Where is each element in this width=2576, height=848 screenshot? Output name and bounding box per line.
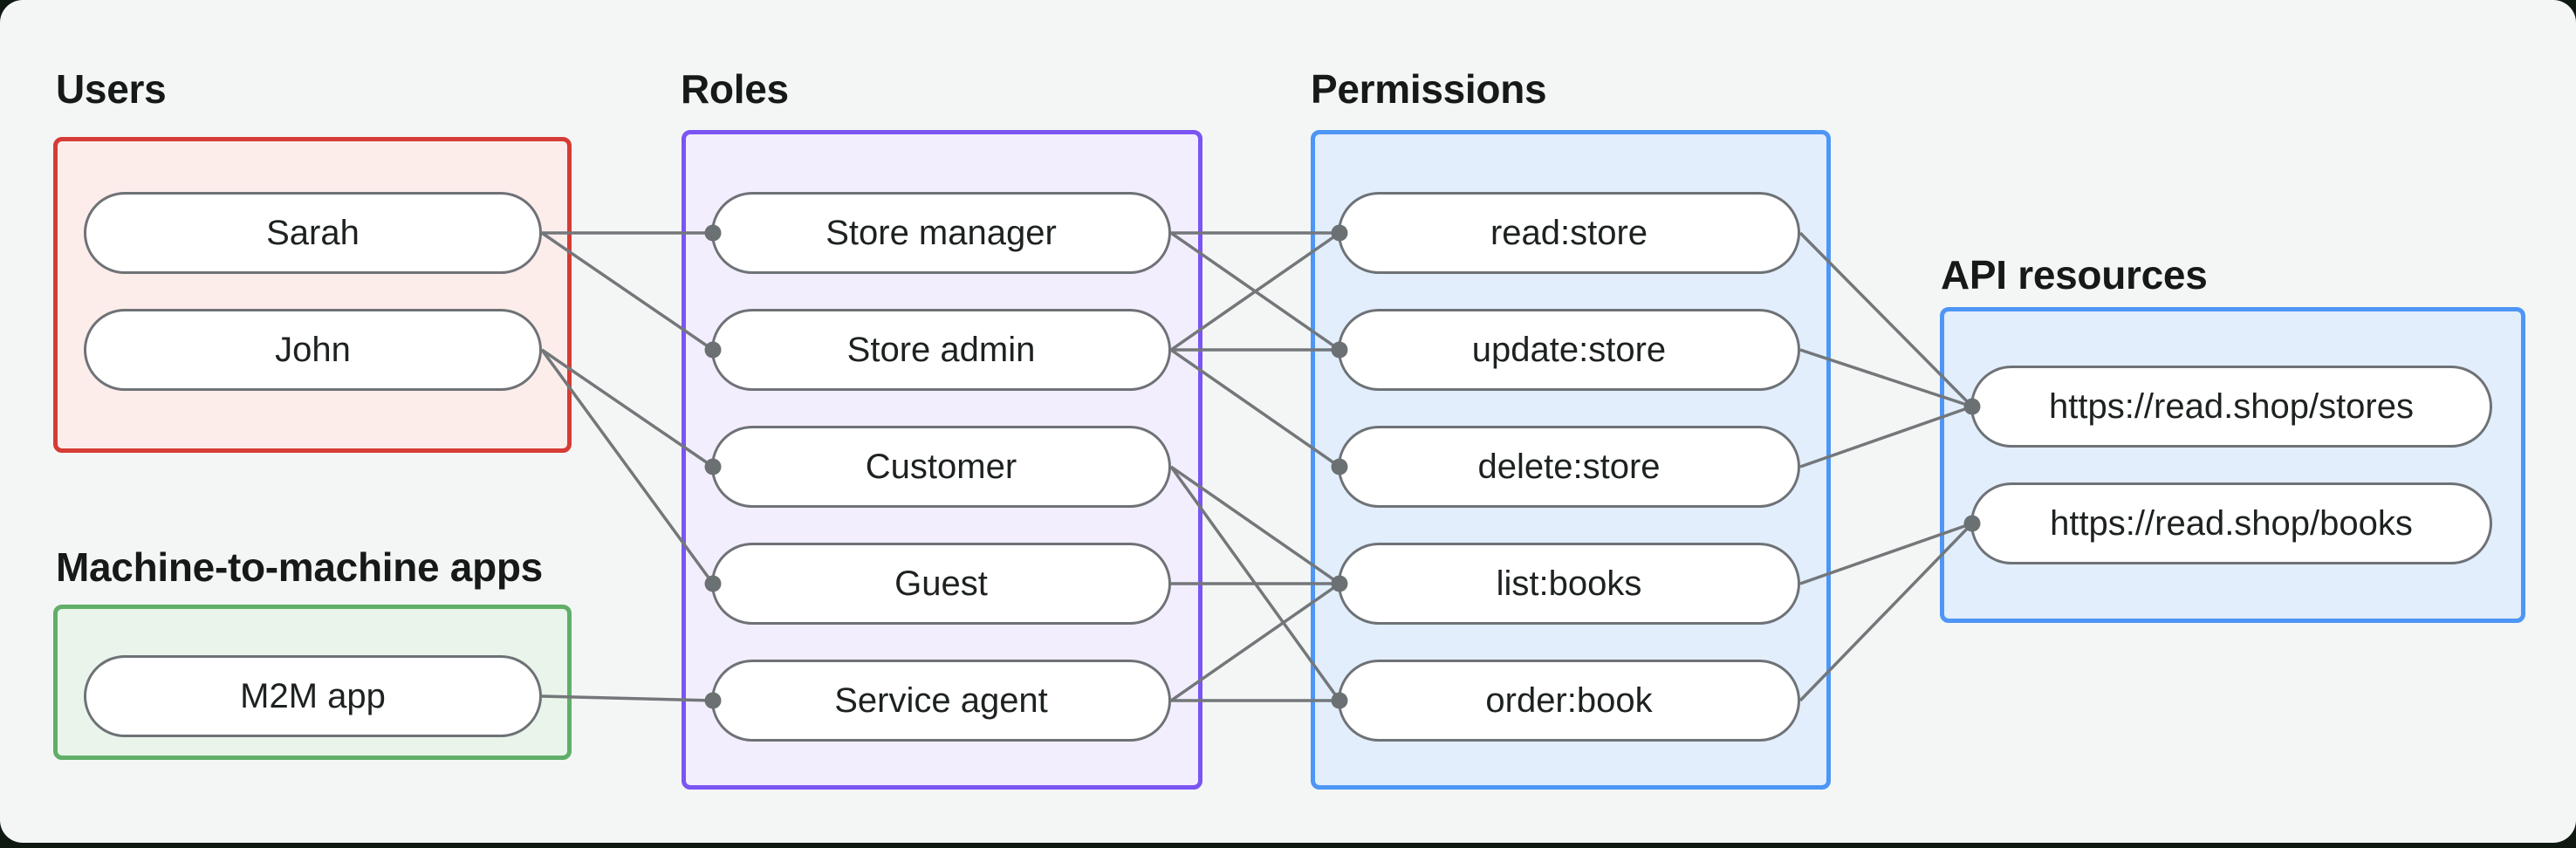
group-label-users: Users	[56, 66, 167, 112]
node-m2m-app: M2M app	[84, 655, 542, 737]
node-order-book: order:book	[1338, 660, 1800, 742]
node-service-agent: Service agent	[711, 660, 1171, 742]
group-box-api-resources	[1940, 307, 2525, 623]
group-label-m2m-apps: Machine-to-machine apps	[56, 544, 543, 590]
node-read-store: read:store	[1338, 192, 1800, 274]
node-delete-store: delete:store	[1338, 426, 1800, 508]
group-label-permissions: Permissions	[1311, 66, 1547, 112]
group-label-api-resources: API resources	[1941, 252, 2208, 297]
group-box-users	[53, 137, 572, 453]
group-label-roles: Roles	[681, 66, 789, 112]
node-john: John	[84, 309, 542, 391]
node-sarah: Sarah	[84, 192, 542, 274]
node-customer: Customer	[711, 426, 1171, 508]
node-books: https://read.shop/books	[1970, 482, 2492, 564]
node-list-books: list:books	[1338, 543, 1800, 625]
node-stores: https://read.shop/stores	[1970, 366, 2492, 448]
node-store-admin: Store admin	[711, 309, 1171, 391]
node-update-store: update:store	[1338, 309, 1800, 391]
node-store-manager: Store manager	[711, 192, 1171, 274]
node-guest: Guest	[711, 543, 1171, 625]
